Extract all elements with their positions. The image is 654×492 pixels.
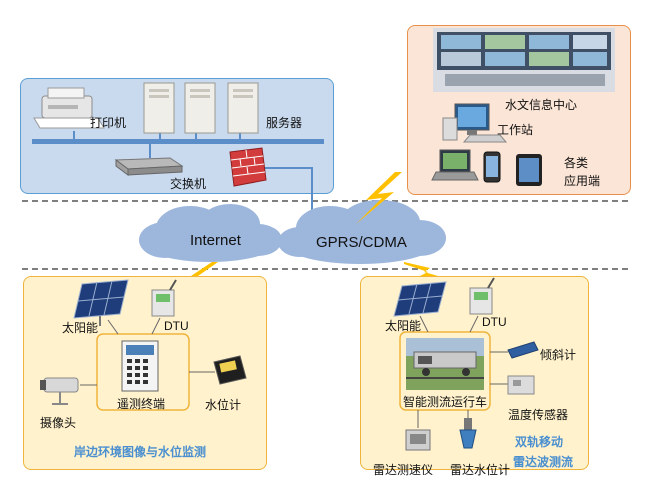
solar-panel-icon — [73, 279, 129, 326]
radar-level-label: 雷达水位计 — [450, 463, 511, 477]
switch-label: 交换机 — [170, 177, 207, 191]
terminal-label: 遥测终端 — [117, 397, 166, 411]
control-room-screen-icon — [433, 28, 615, 92]
switch-icon — [114, 157, 184, 176]
apps-label-line2: 应用端 — [564, 174, 601, 188]
camera-icon — [40, 377, 79, 405]
phone-icon — [483, 151, 501, 183]
server-label: 服务器 — [266, 116, 303, 130]
printer-icon — [33, 87, 105, 129]
left-dtu-label: DTU — [164, 319, 189, 333]
right-dtu-label: DTU — [482, 315, 507, 329]
printer-label: 打印机 — [90, 116, 127, 130]
left-solar-label: 太阳能 — [62, 321, 99, 335]
water-gauge-label: 水位计 — [205, 398, 242, 412]
laptop-icon — [431, 149, 479, 181]
tablet-icon — [516, 154, 542, 186]
right-solar-label: 太阳能 — [385, 319, 422, 333]
right-station-caption-line1: 双轨移动 — [515, 435, 564, 449]
vehicle-label: 智能测流运行车 — [403, 395, 488, 409]
flow-vehicle-icon — [406, 338, 484, 390]
lightning-icon — [404, 262, 452, 280]
lightning-icon — [356, 172, 402, 224]
server-icon — [143, 82, 259, 134]
internet-label: Internet — [190, 232, 241, 249]
dtu-icon — [469, 277, 495, 315]
camera-label: 摄像头 — [40, 416, 77, 430]
radar-speed-meter-icon — [405, 429, 431, 451]
network-bus — [32, 139, 324, 144]
gprs-label: GPRS/CDMA — [316, 234, 407, 251]
dtu-icon — [151, 279, 177, 317]
hydro-center-label: 水文信息中心 — [505, 98, 578, 112]
right-station-caption-line2: 雷达波测流 — [513, 455, 574, 469]
apps-label-line1: 各类 — [564, 156, 589, 170]
left-station-caption: 岸边环境图像与水位监测 — [74, 445, 207, 459]
workstation-icon — [442, 103, 508, 143]
inclinometer-label: 倾斜计 — [540, 348, 577, 362]
internet-cloud-icon — [139, 204, 282, 262]
radar-level-meter-icon — [459, 418, 477, 449]
remote-terminal-icon — [121, 340, 159, 392]
firewall-icon — [229, 147, 267, 187]
solar-panel-icon — [393, 281, 447, 317]
water-level-gauge-icon — [213, 355, 247, 385]
workstation-label: 工作站 — [497, 123, 534, 137]
separator-top — [22, 200, 628, 202]
temperature-sensor-icon — [507, 375, 535, 395]
separator-bottom — [22, 268, 628, 270]
temp-sensor-label: 温度传感器 — [508, 408, 569, 422]
radar-speed-label: 雷达测速仪 — [373, 463, 434, 477]
inclinometer-icon — [507, 341, 539, 359]
gprs-cloud-icon — [278, 200, 446, 264]
